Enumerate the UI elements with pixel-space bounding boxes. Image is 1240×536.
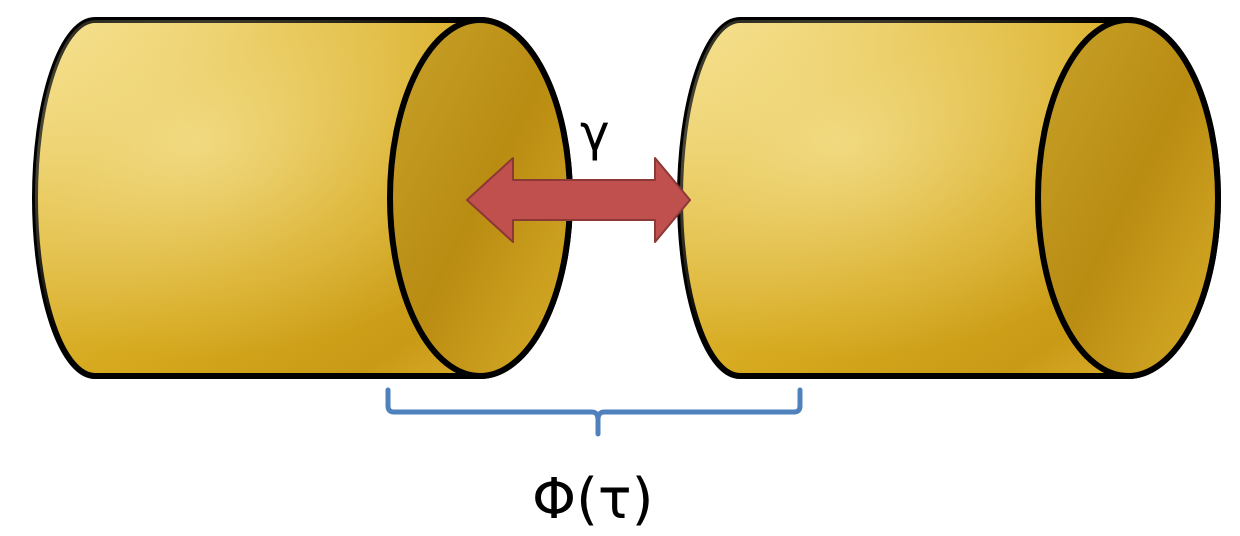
coupling-label: γ <box>580 104 610 162</box>
brace-icon <box>385 387 803 437</box>
separation-label: Φ(τ) <box>532 467 654 532</box>
double-headed-arrow-icon <box>466 157 691 243</box>
right-cylinder <box>677 17 1221 379</box>
right-cylinder-end-face <box>1035 17 1221 379</box>
